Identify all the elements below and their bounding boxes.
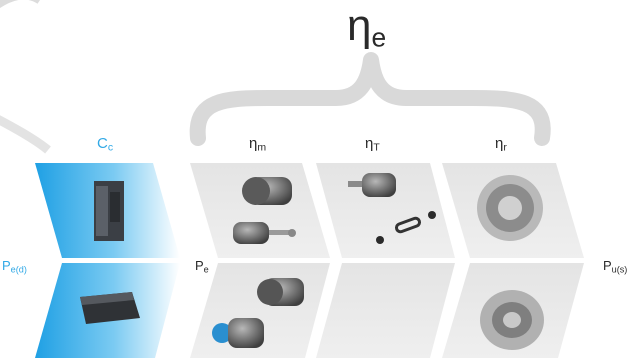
impeller-image-top bbox=[477, 175, 543, 241]
overall-efficiency-label: ηe bbox=[347, 1, 387, 53]
belt-image bbox=[376, 211, 436, 244]
output-power-label: Pu(s) bbox=[603, 258, 628, 275]
input-power-label: Pe(d) bbox=[2, 258, 27, 275]
impeller-image-bottom bbox=[480, 290, 544, 350]
motor-image-2 bbox=[233, 222, 296, 244]
transmission-motor-image bbox=[348, 173, 396, 197]
controller-unit-image bbox=[94, 181, 124, 241]
motor-image-4 bbox=[212, 318, 264, 348]
compact-controller-image bbox=[80, 292, 140, 324]
electric-power-label: Pe bbox=[195, 258, 209, 275]
controller-label: Cc bbox=[97, 135, 114, 154]
motor-image-3 bbox=[257, 278, 304, 306]
impeller-efficiency-label: ηr bbox=[495, 135, 507, 154]
transmission-efficiency-label: ηT bbox=[365, 135, 380, 154]
motor-efficiency-label: ηm bbox=[249, 135, 267, 154]
motor-image-1 bbox=[242, 177, 292, 205]
transmission-panel-bottom bbox=[316, 263, 455, 358]
